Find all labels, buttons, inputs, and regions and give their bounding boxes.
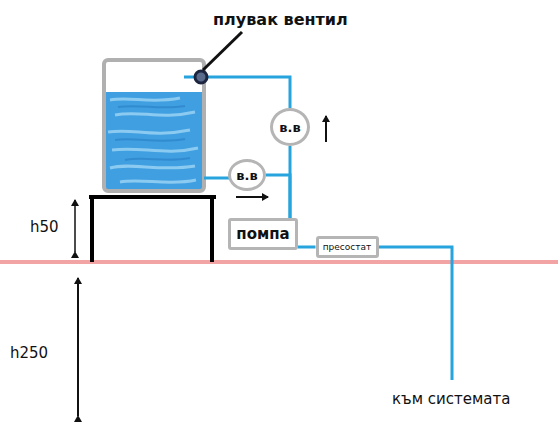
dimension-label: h250 bbox=[10, 344, 48, 362]
pipe-connector bbox=[289, 146, 292, 218]
dimension-arrow bbox=[74, 200, 76, 252]
flow-arrow bbox=[325, 116, 327, 142]
pressure-switch-box: пресостат bbox=[316, 236, 379, 258]
water bbox=[106, 92, 202, 189]
pump-box: помпа bbox=[228, 218, 298, 250]
pipe-connector bbox=[298, 246, 316, 249]
node-text: пресостат bbox=[323, 242, 372, 252]
float-valve bbox=[195, 71, 207, 83]
water-tank bbox=[104, 60, 204, 191]
note-label: към системата bbox=[392, 390, 510, 408]
dimension-label: h50 bbox=[30, 218, 59, 236]
flow-arrow bbox=[236, 196, 268, 198]
check-valve: в.в bbox=[228, 159, 266, 191]
leader-line bbox=[203, 32, 242, 70]
ground-line bbox=[0, 260, 558, 264]
tank-stand bbox=[89, 195, 216, 262]
pipe-connector bbox=[266, 175, 290, 218]
dimension-arrow bbox=[77, 278, 79, 416]
callout-label: плувак вентил bbox=[213, 10, 348, 29]
check-valve: в.в bbox=[270, 108, 310, 146]
node-text: в.в bbox=[236, 168, 257, 183]
node-text: помпа bbox=[236, 225, 289, 243]
node-text: в.в bbox=[279, 120, 300, 135]
pipe bbox=[184, 77, 452, 380]
